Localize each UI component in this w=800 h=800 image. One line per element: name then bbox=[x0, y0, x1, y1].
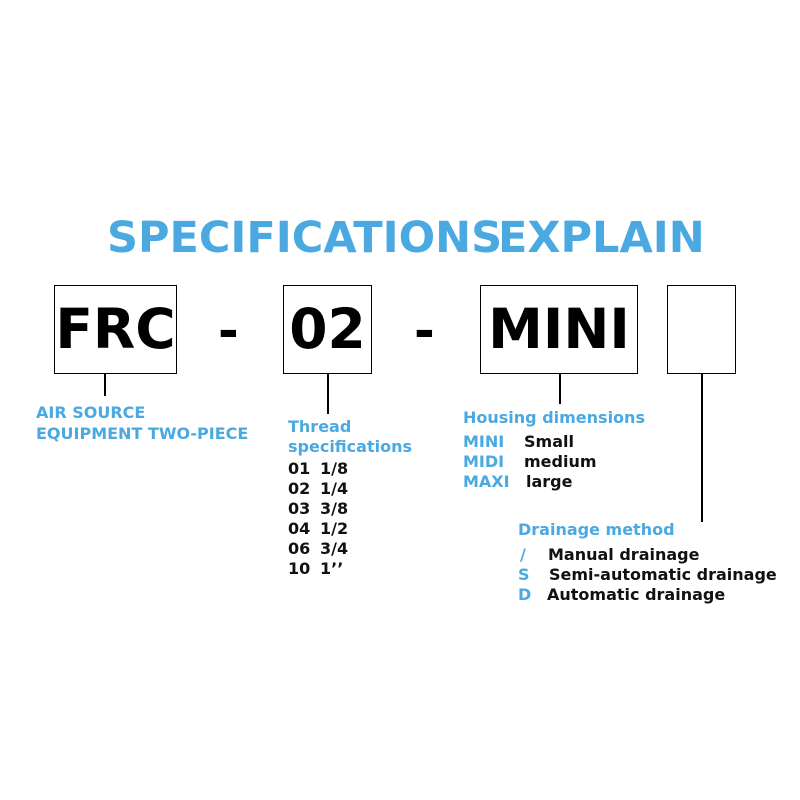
housing-code: MAXI bbox=[463, 472, 510, 491]
air-source-line-1: AIR SOURCE bbox=[36, 403, 146, 422]
code-box-drainage bbox=[667, 285, 736, 374]
thread-row: 04 1/2 bbox=[288, 519, 368, 539]
housing-heading: Housing dimensions bbox=[463, 408, 645, 427]
thread-row: 01 1/8 bbox=[288, 459, 368, 479]
housing-code: MIDI bbox=[463, 452, 505, 471]
code-housing-text: MINI bbox=[488, 297, 630, 361]
drainage-label: Semi-automatic drainage bbox=[549, 565, 777, 584]
title-word-specifications: SPECIFICATIONS bbox=[107, 213, 503, 263]
housing-label: large bbox=[526, 472, 573, 491]
code-separator-1: - bbox=[218, 302, 239, 360]
housing-row: MAXI large bbox=[463, 472, 623, 492]
thread-size: 1’’ bbox=[320, 559, 344, 578]
drainage-code: D bbox=[518, 585, 532, 604]
housing-row: MINI Small bbox=[463, 432, 623, 452]
code-separator-2: - bbox=[414, 302, 435, 360]
drainage-code: / bbox=[520, 545, 526, 564]
thread-heading-line-2: specifications bbox=[288, 437, 412, 456]
thread-code: 10 bbox=[288, 559, 311, 578]
thread-size: 3/8 bbox=[320, 499, 349, 518]
drainage-row: D Automatic drainage bbox=[518, 585, 788, 605]
air-source-line-2: EQUIPMENT TWO-PIECE bbox=[36, 424, 249, 443]
connector-series bbox=[104, 374, 106, 396]
code-thread-text: 02 bbox=[289, 297, 366, 361]
thread-code: 04 bbox=[288, 519, 311, 538]
drainage-row: / Manual drainage bbox=[518, 545, 788, 565]
thread-size: 3/4 bbox=[320, 539, 349, 558]
connector-thread bbox=[327, 374, 329, 414]
drainage-label: Manual drainage bbox=[548, 545, 700, 564]
thread-code: 02 bbox=[288, 479, 311, 498]
thread-row: 03 3/8 bbox=[288, 499, 368, 519]
housing-label: Small bbox=[524, 432, 574, 451]
drainage-row: S Semi-automatic drainage bbox=[518, 565, 788, 585]
title-word-explain: EXPLAIN bbox=[498, 213, 705, 263]
thread-size: 1/8 bbox=[320, 459, 349, 478]
housing-label: medium bbox=[524, 452, 597, 471]
thread-code: 03 bbox=[288, 499, 311, 518]
page-title: SPECIFICATIONS EXPLAIN bbox=[0, 208, 800, 268]
housing-row: MIDI medium bbox=[463, 452, 623, 472]
drainage-code: S bbox=[518, 565, 530, 584]
connector-housing bbox=[559, 374, 561, 404]
code-box-thread: 02 bbox=[283, 285, 372, 374]
housing-code: MINI bbox=[463, 432, 505, 451]
code-box-housing: MINI bbox=[480, 285, 638, 374]
code-box-series: FRC bbox=[54, 285, 177, 374]
drainage-label: Automatic drainage bbox=[547, 585, 726, 604]
thread-size: 1/4 bbox=[320, 479, 349, 498]
thread-heading-line-1: Thread bbox=[288, 417, 352, 436]
thread-row: 06 3/4 bbox=[288, 539, 368, 559]
thread-code: 06 bbox=[288, 539, 311, 558]
code-series-text: FRC bbox=[55, 297, 176, 361]
connector-drainage bbox=[701, 374, 703, 522]
thread-size: 1/2 bbox=[320, 519, 349, 538]
thread-row: 02 1/4 bbox=[288, 479, 368, 499]
thread-row: 10 1’’ bbox=[288, 559, 368, 579]
thread-code: 01 bbox=[288, 459, 311, 478]
drainage-heading: Drainage method bbox=[518, 520, 675, 539]
